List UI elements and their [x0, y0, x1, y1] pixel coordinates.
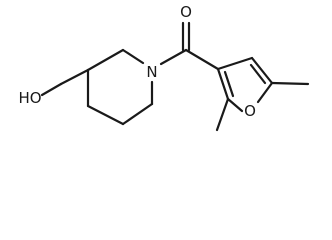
ch2-ring-bond: [59, 68, 90, 86]
ring-nitrogen-label: N: [146, 63, 157, 81]
carbonyl-oxygen-label: O: [180, 3, 192, 21]
c2-c3-furan-double-a: [216, 67, 230, 101]
amide-group: [159, 21, 220, 71]
c5-c4-bond: [86, 104, 125, 126]
n-carbonyl-bond: [159, 48, 188, 66]
c5-methyl-bond: [270, 81, 310, 86]
c3-c2-bond: [86, 48, 125, 72]
furan-ring: [215, 56, 310, 132]
c5-o-furan-bond: [256, 81, 274, 104]
carbonyl-furan-bond: [184, 48, 220, 71]
o-c2-furan-bond: [226, 97, 244, 113]
ho-ch2-bond: [40, 82, 63, 97]
hydroxyl-label: HO: [18, 89, 41, 107]
c2-c3-furan-double-b: [223, 70, 235, 98]
chemical-structure-diagram: HO N O O: [18, 3, 310, 132]
piperidine-ring: [86, 48, 154, 126]
c3-c4-furan-bond: [216, 56, 254, 71]
furan-oxygen-label: O: [244, 102, 256, 120]
c2-methyl-bond: [215, 97, 230, 132]
c6-c5-bond: [121, 102, 154, 126]
c2-n-bond: [121, 48, 145, 65]
c4-c5-furan-double-b: [249, 63, 267, 85]
c4-c5-furan-double-a: [250, 56, 274, 85]
hydroxymethyl-group: [40, 68, 90, 97]
